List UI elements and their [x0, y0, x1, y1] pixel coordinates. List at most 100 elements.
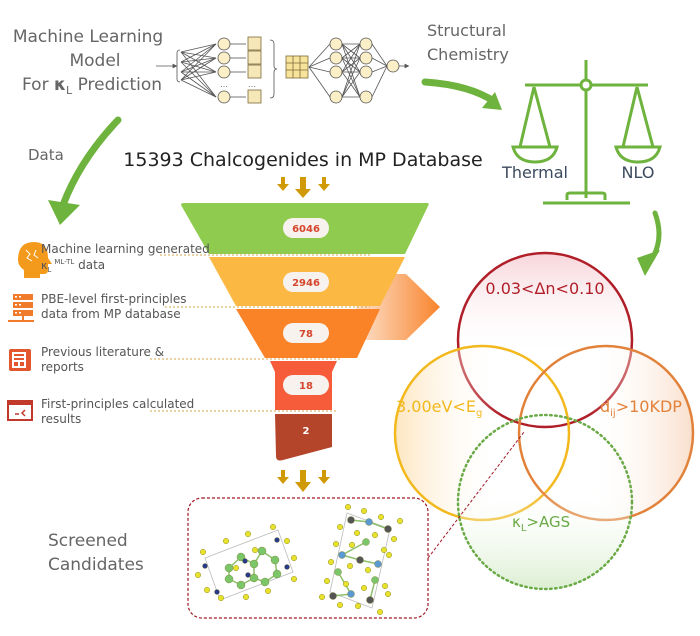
data-source-pbe-line2: data from MP database — [41, 307, 181, 321]
atom — [244, 531, 251, 538]
atom — [270, 555, 280, 565]
data-source-fp-line2: results — [41, 412, 81, 426]
data-source-fp-line1: First-principles calculated — [41, 397, 194, 411]
crystal-structure-1 — [194, 524, 298, 602]
terminal-window-icon — [7, 400, 33, 421]
atom — [202, 563, 208, 569]
svg-text:Candidates: Candidates — [48, 555, 144, 575]
svg-text:…: … — [248, 80, 256, 89]
funnel-count-badge — [283, 323, 329, 343]
atom — [274, 537, 280, 543]
data-source-pbe-line1: PBE-level first-principles — [41, 292, 187, 306]
ml-model-line2: Model — [69, 51, 120, 71]
atom — [355, 603, 362, 610]
atom — [347, 563, 354, 570]
atom — [391, 536, 398, 543]
arrow-head-icon — [48, 200, 80, 225]
ml-model-line3: For κL Prediction — [22, 75, 162, 97]
atom — [385, 591, 392, 598]
atom — [347, 516, 355, 524]
atom — [214, 589, 220, 595]
funnel-count-label: 78 — [299, 329, 313, 340]
atom — [329, 592, 337, 600]
atom — [354, 530, 361, 537]
neural-network-icon: … … — [156, 36, 410, 104]
atom — [337, 524, 344, 531]
atom — [249, 559, 259, 569]
database-title: 15393 Chalcogenides in MP Database — [123, 149, 482, 171]
funnel-count-label: 2 — [303, 426, 310, 437]
venn-label-thermal: κL>AGS — [512, 513, 570, 534]
atom — [334, 568, 342, 576]
newspaper-icon — [9, 349, 31, 371]
brain-head-icon — [18, 242, 52, 278]
atom — [224, 574, 234, 584]
funnel-count-badge — [283, 375, 329, 395]
zoom-connector-line — [427, 431, 525, 559]
atom — [270, 524, 277, 531]
arrow-head-icon — [482, 92, 502, 110]
atom — [381, 547, 388, 554]
ml-model-title: Machine Learning Model For κL Prediction — [13, 27, 163, 97]
balance-scale-icon — [511, 60, 662, 205]
atom — [333, 541, 340, 548]
thermal-label: Thermal — [501, 163, 568, 182]
atom — [236, 552, 246, 562]
atom — [328, 559, 335, 566]
unit-cell — [204, 529, 294, 601]
atom — [384, 525, 392, 533]
atom — [365, 518, 373, 526]
atom — [242, 594, 249, 601]
atom — [265, 588, 272, 595]
atom — [362, 538, 370, 546]
atom — [232, 565, 239, 572]
data-source-literature-line2: reports — [41, 360, 84, 374]
atom — [260, 577, 270, 587]
atom — [284, 538, 291, 545]
structural-chemistry-label: Structural Chemistry — [427, 21, 509, 64]
atom — [343, 581, 350, 588]
atom — [338, 551, 346, 559]
atom — [272, 569, 282, 579]
atom — [257, 546, 267, 556]
funnel-count-label: 2946 — [292, 278, 320, 289]
svg-text:Chemistry: Chemistry — [427, 45, 509, 64]
funnel-count-label: 6046 — [292, 224, 320, 235]
atom — [347, 590, 355, 598]
atom — [361, 508, 368, 515]
atom — [217, 595, 224, 602]
atom-bond — [341, 541, 367, 556]
atom — [382, 583, 389, 590]
atom — [199, 549, 206, 556]
atom — [222, 538, 229, 545]
svg-text:Structural: Structural — [427, 21, 506, 40]
data-sources-list: Machine learning generated κLML-TL data … — [41, 242, 210, 426]
screened-candidates-label: Screened Candidates — [48, 531, 144, 575]
atom — [194, 572, 201, 579]
ml-model-line1: Machine Learning — [13, 27, 163, 47]
data-label: Data — [28, 146, 64, 164]
venn-diagram — [393, 251, 695, 591]
atom — [345, 504, 352, 511]
screened-candidates-box — [187, 497, 429, 619]
down-arrows-icon — [277, 470, 330, 492]
atom — [371, 576, 379, 584]
atom — [378, 514, 385, 521]
atom — [324, 578, 331, 585]
atom — [251, 547, 258, 554]
down-arrows-icon — [277, 177, 330, 198]
venn-label-shg: dij>10KDP — [600, 397, 682, 419]
atom — [374, 560, 382, 568]
atom — [242, 558, 248, 564]
atom — [377, 609, 384, 616]
nlo-label: NLO — [622, 163, 655, 182]
atom — [349, 542, 356, 549]
funnel-count-badge — [283, 272, 329, 292]
atom — [245, 572, 251, 578]
atom — [236, 580, 246, 590]
atom — [337, 602, 344, 609]
svg-text:…: … — [220, 80, 228, 89]
atom — [397, 518, 404, 525]
atom — [291, 576, 298, 583]
